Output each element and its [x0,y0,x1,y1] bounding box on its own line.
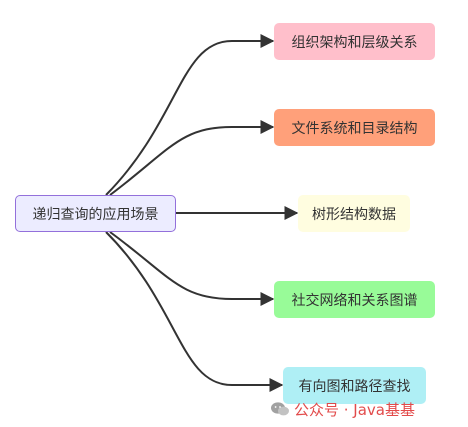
node-social-network: 社交网络和关系图谱 [274,281,435,318]
edge-root-to-node-5 [105,231,284,392]
edge-root-to-node-4 [109,231,275,306]
watermark: 公众号 · Java基基 [270,398,415,420]
node-file-system: 文件系统和目录结构 [274,109,435,146]
node-label: 组织架构和层级关系 [291,34,418,51]
edge-root-to-node-1 [105,34,275,196]
node-tree-data: 树形结构数据 [298,195,410,232]
node-label: 有向图和路径查找 [298,378,411,395]
node-label: 树形结构数据 [312,206,396,223]
edge-root-to-node-2 [109,120,275,196]
root-node: 递归查询的应用场景 [15,195,176,232]
watermark-text: 公众号 · Java基基 [294,400,415,419]
node-label: 文件系统和目录结构 [291,120,418,137]
wechat-icon [271,402,289,416]
node-org-structure: 组织架构和层级关系 [274,23,435,60]
node-label: 社交网络和关系图谱 [291,292,418,309]
node-graph-path: 有向图和路径查找 [283,367,426,404]
root-node-label: 递归查询的应用场景 [32,206,159,223]
